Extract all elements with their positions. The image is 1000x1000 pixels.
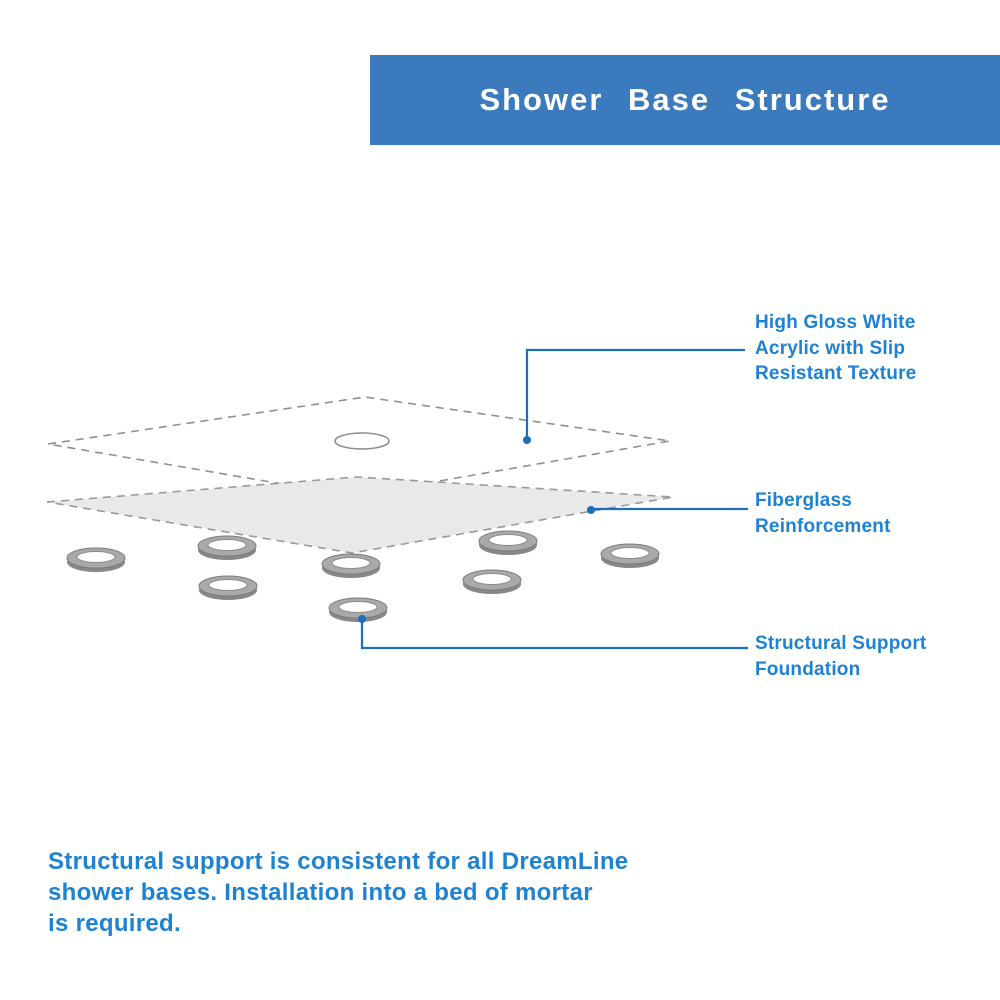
acrylic-callout-line bbox=[525, 348, 745, 437]
acrylic-layer-outline bbox=[47, 396, 671, 497]
support-ring bbox=[197, 535, 257, 561]
fiberglass-callout-dot bbox=[587, 506, 595, 514]
callout-acrylic-label: High Gloss White Acrylic with Slip Resis… bbox=[755, 312, 917, 385]
drain-ellipse bbox=[334, 432, 390, 450]
support-ring bbox=[66, 547, 126, 573]
acrylic-callout-dot bbox=[523, 436, 531, 444]
support-ring bbox=[600, 543, 660, 569]
callout-support-label: Structural Support Foundation bbox=[755, 633, 927, 680]
fiberglass-layer bbox=[46, 476, 674, 554]
footer-note: Structural support is consistent for all… bbox=[48, 848, 629, 938]
title-banner: Shower Base Structure bbox=[370, 55, 1000, 145]
callout-lines bbox=[358, 348, 748, 650]
support-ring bbox=[328, 597, 388, 623]
support-callout-line bbox=[360, 622, 748, 650]
callout-fiberglass-label: Fiberglass Reinforcement bbox=[755, 490, 891, 537]
page-title: Shower Base Structure bbox=[479, 82, 891, 117]
support-ring bbox=[478, 530, 538, 556]
support-ring bbox=[462, 569, 522, 595]
support-ring bbox=[321, 553, 381, 579]
support-ring bbox=[198, 575, 258, 601]
support-callout-dot bbox=[358, 615, 366, 623]
